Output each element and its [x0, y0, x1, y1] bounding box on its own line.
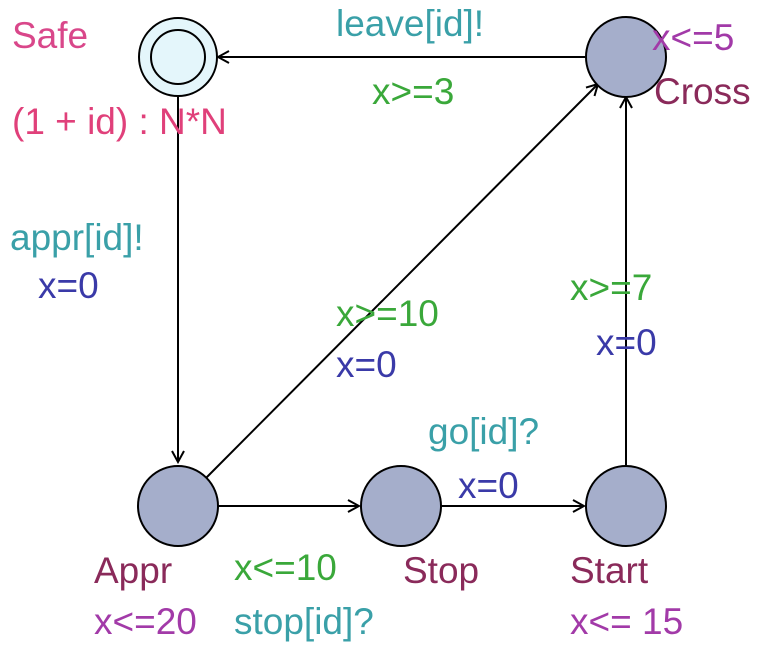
appr-name-label: Appr — [94, 550, 172, 591]
safe-appr-assign-label: x=0 — [38, 265, 99, 306]
cross-safe-guard-label: x>=3 — [372, 71, 454, 112]
stop-name-label: Stop — [403, 550, 479, 591]
appr-cross-assign-label: x=0 — [336, 344, 397, 385]
edge-appr-to-cross[interactable] — [205, 84, 598, 479]
stop-start-sync-label: go[id]? — [428, 411, 539, 452]
cross-invariant-label: x<=5 — [652, 17, 734, 58]
safe-name-label: Safe — [12, 15, 88, 56]
start-cross-assign-label: x=0 — [596, 322, 657, 363]
location-appr[interactable] — [137, 465, 219, 547]
start-cross-guard-label: x>=7 — [570, 267, 652, 308]
start-invariant-label: x<= 15 — [570, 601, 683, 642]
cross-safe-sync-label: leave[id]! — [336, 3, 484, 44]
start-name-label: Start — [570, 550, 649, 591]
initial-marker-icon — [150, 29, 206, 85]
location-safe[interactable] — [138, 17, 218, 97]
cross-name-label: Cross — [654, 71, 751, 112]
safe-appr-sync-label: appr[id]! — [10, 217, 144, 258]
stop-start-assign-label: x=0 — [458, 465, 519, 506]
appr-invariant-label: x<=20 — [94, 601, 197, 642]
location-stop[interactable] — [360, 465, 442, 547]
appr-cross-guard-label: x>=10 — [336, 293, 439, 334]
location-start[interactable] — [585, 465, 667, 547]
safe-param-label: (1 + id) : N*N — [12, 101, 227, 142]
appr-stop-sync-label: stop[id]? — [234, 601, 374, 642]
appr-stop-guard-label: x<=10 — [234, 547, 337, 588]
location-cross[interactable] — [585, 16, 667, 98]
